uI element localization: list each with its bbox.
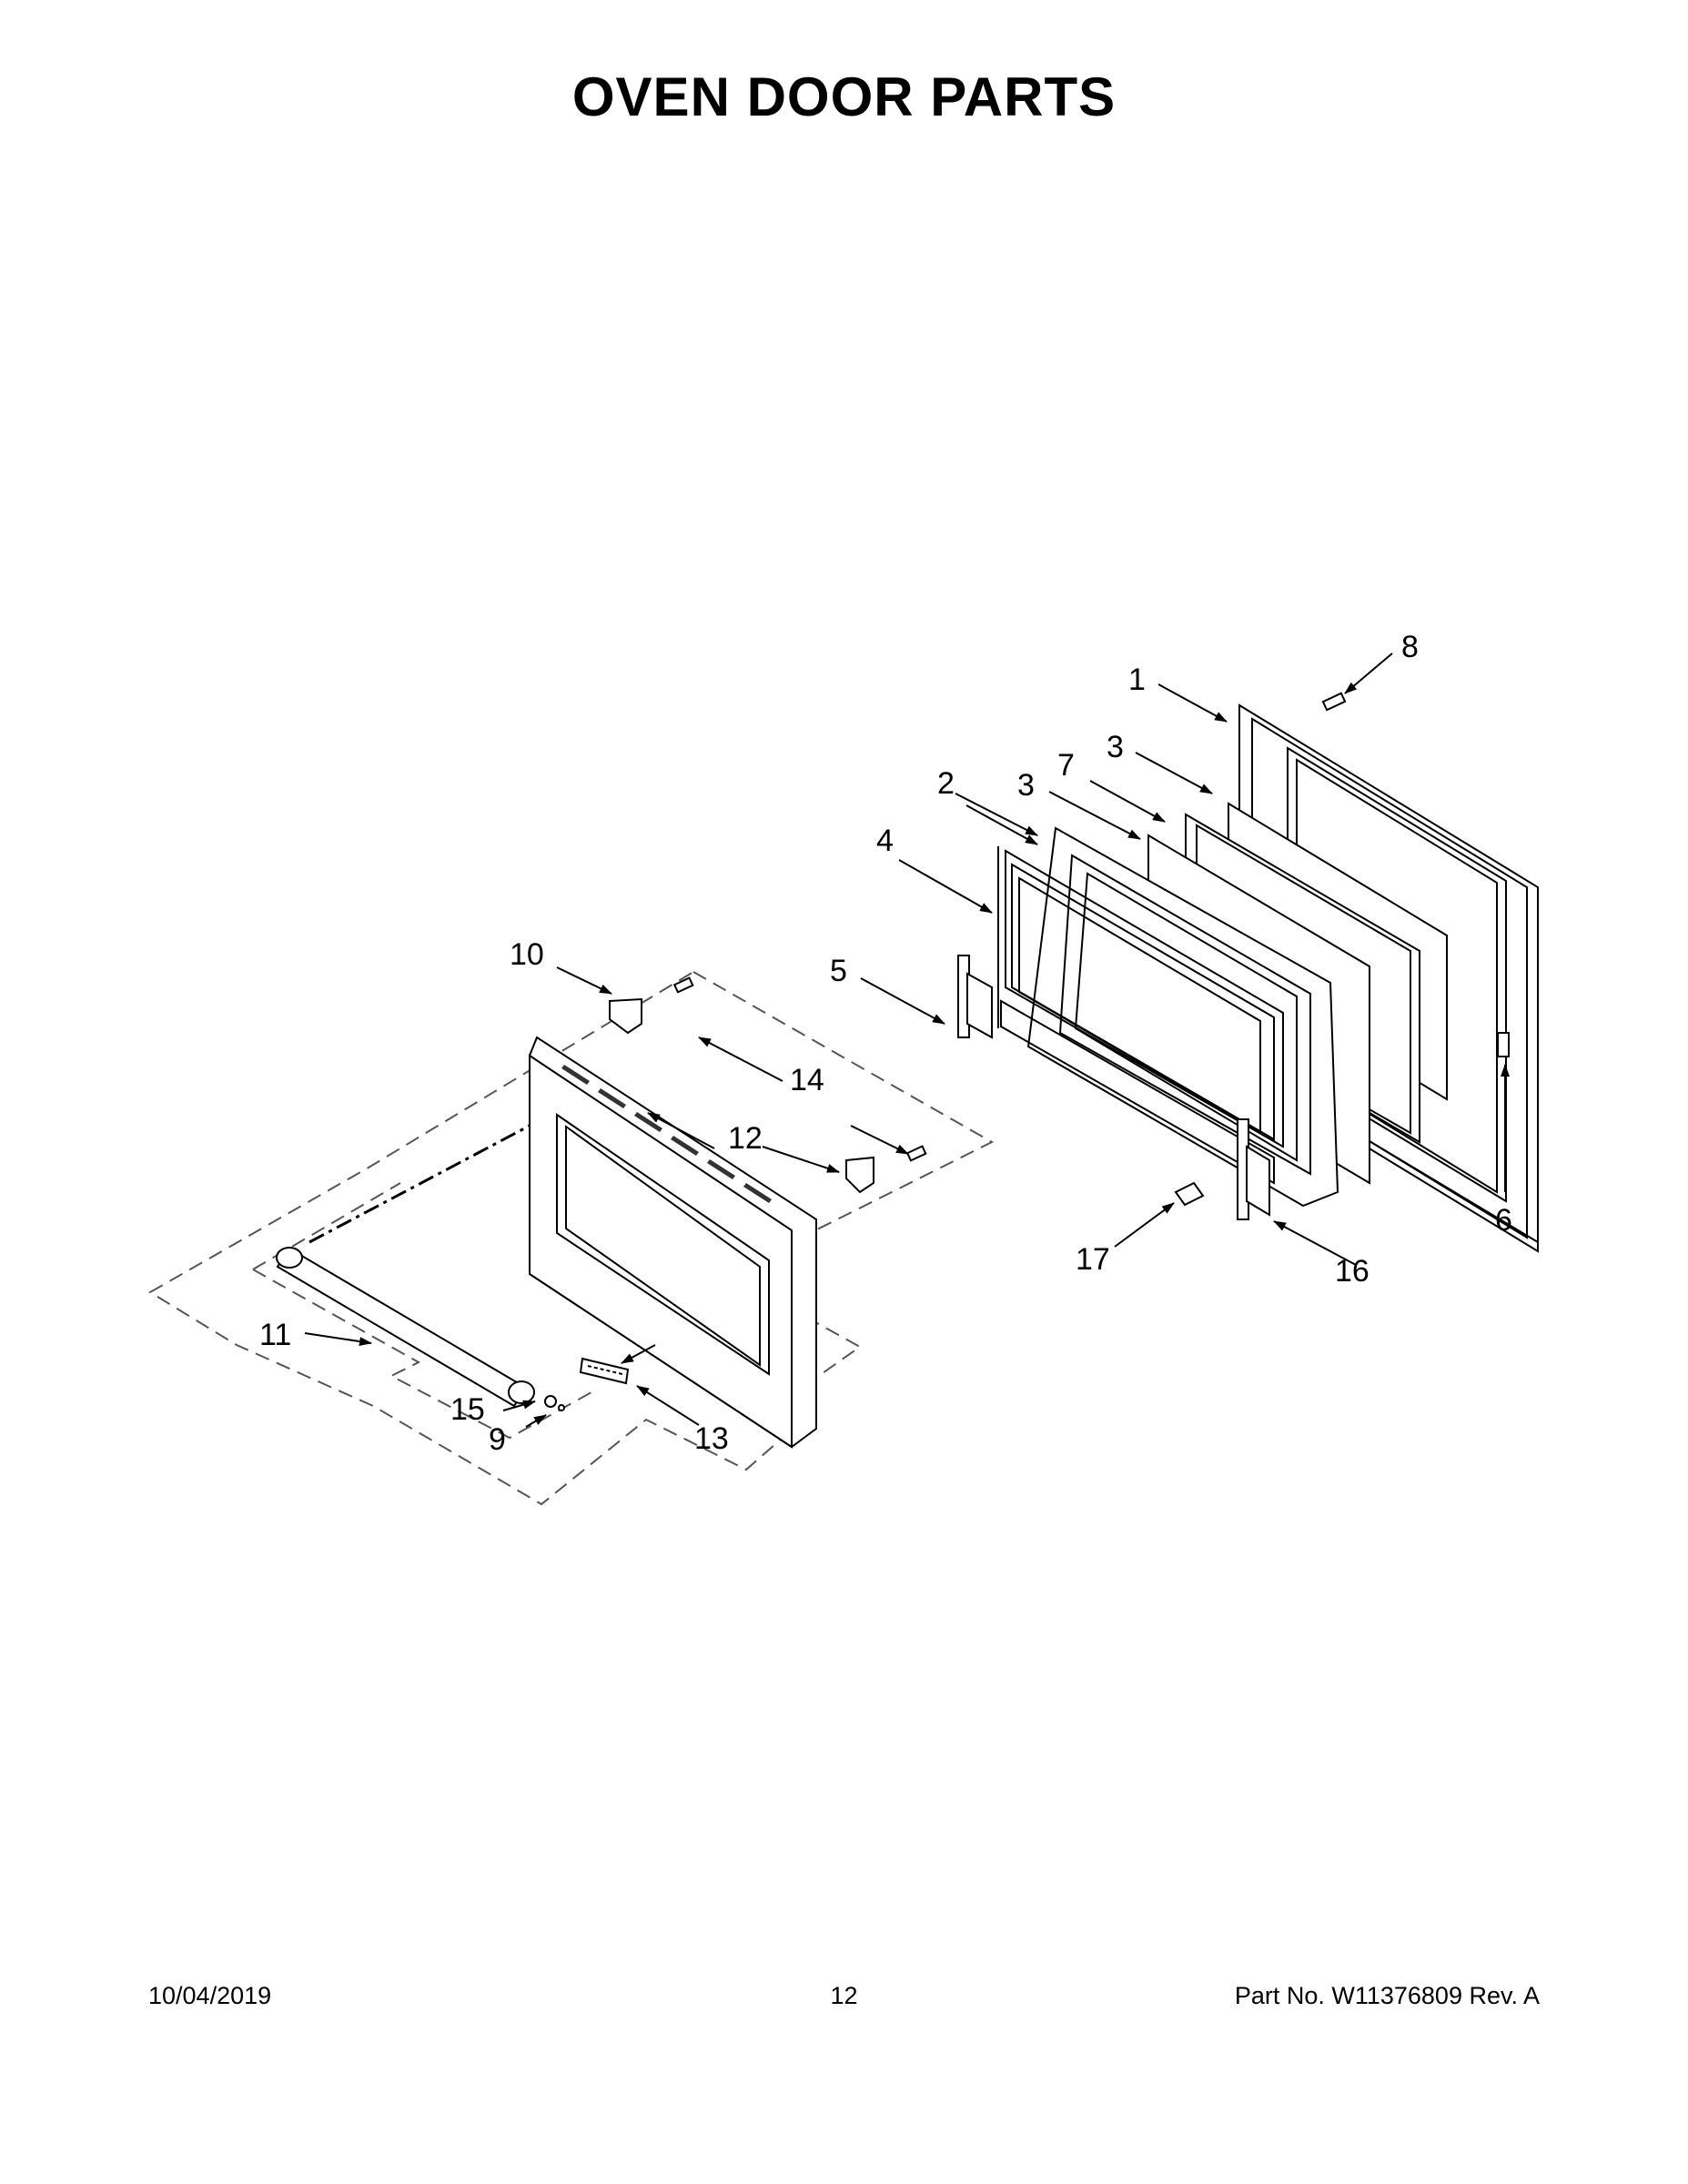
callout-6: 6 xyxy=(1495,1203,1512,1238)
leader-arrows xyxy=(304,652,1510,1428)
footer-part-number: Part No. W11376809 Rev. A xyxy=(1234,1982,1540,2009)
callout-17: 17 xyxy=(1076,1242,1110,1277)
callout-7: 7 xyxy=(1057,748,1075,783)
front-door xyxy=(529,1036,817,1449)
footer-page-number: 12 xyxy=(830,1982,858,2009)
callout-2: 2 xyxy=(937,766,955,801)
footer-date: 10/04/2019 xyxy=(148,1982,272,2009)
callout-3b: 3 xyxy=(1017,768,1035,803)
callout-16: 16 xyxy=(1335,1254,1370,1289)
callout-8: 8 xyxy=(1401,630,1419,664)
callout-5: 5 xyxy=(830,954,847,988)
callout-15: 15 xyxy=(450,1392,485,1427)
callout-12: 12 xyxy=(728,1121,763,1156)
callout-labels: 1 2 3 3 4 5 6 7 8 9 10 11 12 13 14 15 16… xyxy=(259,630,1512,1457)
callout-3: 3 xyxy=(1107,730,1124,764)
hinges xyxy=(957,955,1270,1220)
page-title: OVEN DOOR PARTS xyxy=(571,66,1117,127)
inner-door-frame xyxy=(997,846,1284,1185)
door-badge xyxy=(579,1357,630,1385)
callout-9: 9 xyxy=(489,1422,506,1457)
callout-4: 4 xyxy=(876,824,894,858)
handle-brackets xyxy=(609,997,874,1194)
callout-14: 14 xyxy=(790,1063,824,1097)
door-vent-slots xyxy=(561,1065,772,1203)
callout-11: 11 xyxy=(259,1318,291,1352)
callout-10: 10 xyxy=(510,937,544,972)
callout-1: 1 xyxy=(1128,662,1146,697)
door-handle xyxy=(276,1124,565,1411)
callout-13: 13 xyxy=(694,1421,729,1456)
screws xyxy=(672,692,1510,1207)
